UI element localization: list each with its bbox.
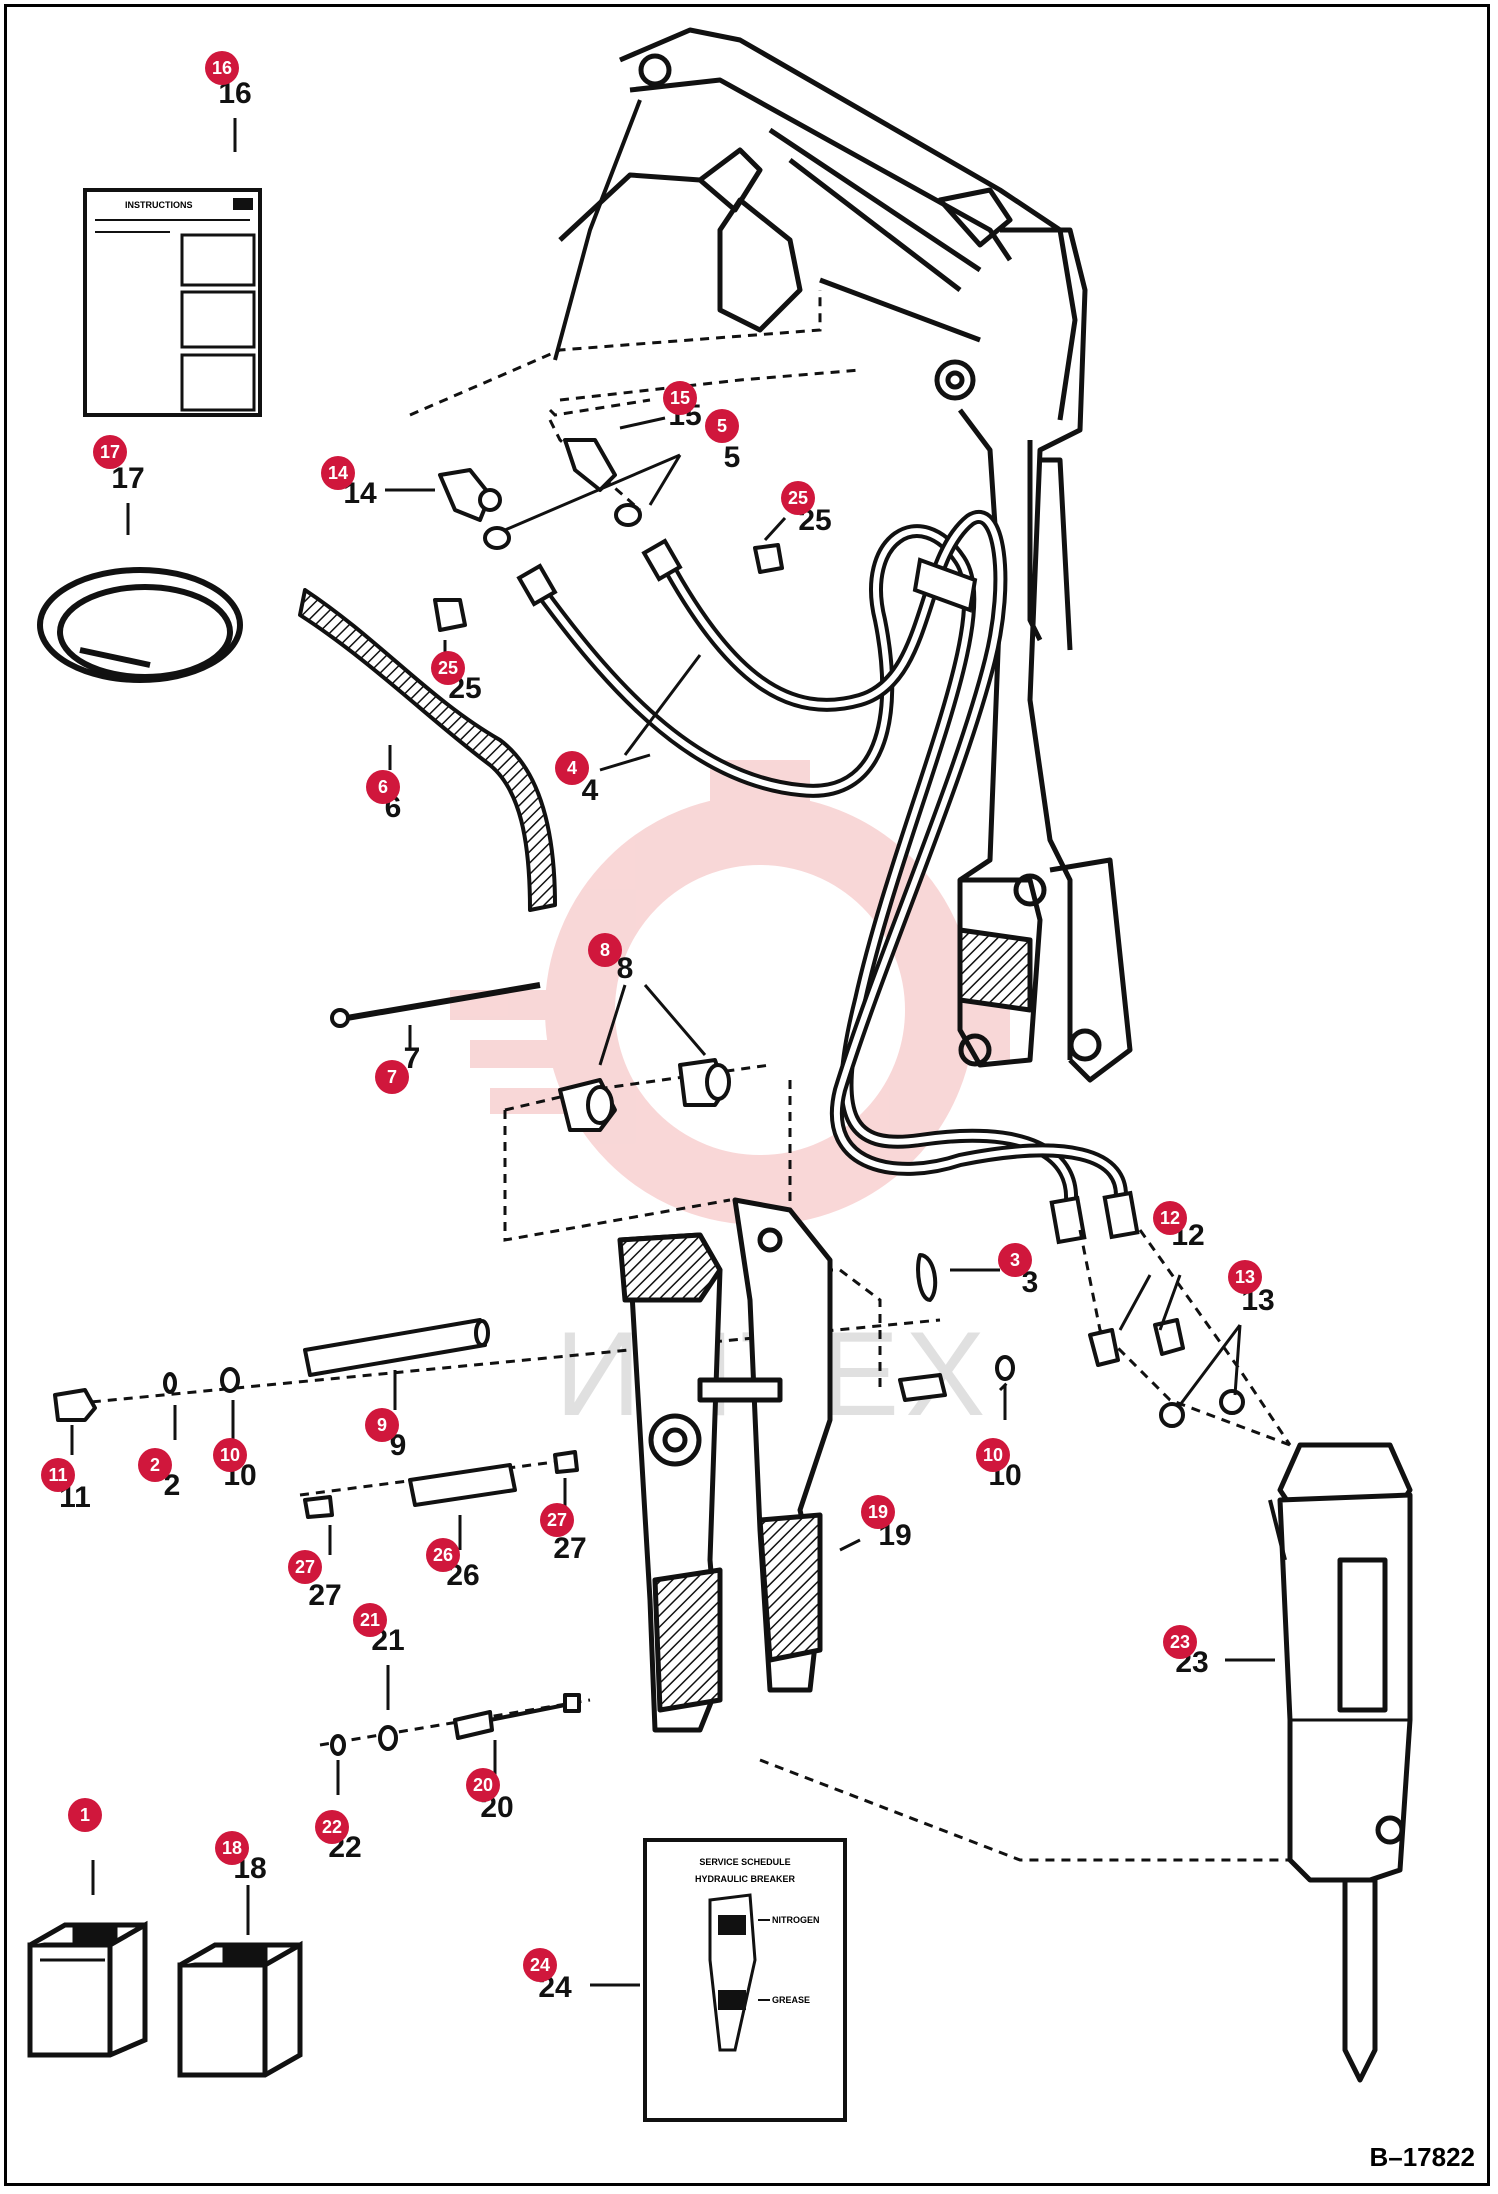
svg-text:18: 18 (222, 1838, 242, 1858)
part-label-3: 3 (1022, 1266, 1039, 1299)
instructions-sheet: INSTRUCTIONS (83, 188, 262, 417)
svg-text:27: 27 (295, 1557, 315, 1577)
hydraulic-breaker (1268, 1442, 1413, 2083)
diagram-frame (4, 4, 1490, 2186)
svg-text:21: 21 (360, 1610, 380, 1630)
svg-text:27: 27 (547, 1510, 567, 1530)
part-label-27b: 27 (308, 1579, 341, 1612)
callout-badge-15[interactable]: 15 (663, 381, 697, 415)
svg-text:14: 14 (328, 463, 348, 483)
part-label-9: 9 (390, 1429, 407, 1462)
callout-badge-11[interactable]: 11 (41, 1458, 75, 1492)
callout-badge-24[interactable]: 24 (523, 1948, 557, 1982)
callout-badge-27b[interactable]: 27 (288, 1550, 322, 1584)
callout-badge-10a[interactable]: 10 (213, 1438, 247, 1472)
callout-badge-5[interactable]: 5 (705, 409, 739, 443)
callout-badge-23[interactable]: 23 (1163, 1625, 1197, 1659)
callout-badge-1[interactable]: 1 (68, 1798, 102, 1832)
callout-badge-13[interactable]: 13 (1228, 1260, 1262, 1294)
watermark-logo (450, 760, 1010, 1225)
svg-text:7: 7 (387, 1067, 397, 1087)
callout-badge-25a[interactable]: 25 (781, 481, 815, 515)
svg-text:12: 12 (1160, 1208, 1180, 1228)
svg-text:17: 17 (100, 442, 120, 462)
mounting-bracket (617, 1197, 833, 1733)
callout-badge-8[interactable]: 8 (588, 933, 622, 967)
callout-badge-14[interactable]: 14 (321, 456, 355, 490)
svg-text:13: 13 (1235, 1267, 1255, 1287)
svg-text:15: 15 (670, 388, 690, 408)
callout-badge-22[interactable]: 22 (315, 1810, 349, 1844)
decal-grease: GREASE (772, 1995, 810, 2005)
part-label-5: 5 (724, 441, 741, 474)
callout-badge-16[interactable]: 16 (205, 51, 239, 85)
hydraulic-hoses (516, 510, 1140, 1245)
boom-arm (553, 27, 1133, 1083)
callout-badge-4[interactable]: 4 (555, 751, 589, 785)
manual-books (27, 1920, 303, 2078)
svg-text:5: 5 (717, 416, 727, 436)
instructions-title: INSTRUCTIONS (125, 200, 193, 210)
callout-badge-3[interactable]: 3 (998, 1243, 1032, 1277)
callout-badge-12[interactable]: 12 (1153, 1201, 1187, 1235)
document-id: B–17822 (1369, 2142, 1475, 2172)
callout-badge-7[interactable]: 7 (375, 1060, 409, 1094)
svg-text:22: 22 (322, 1817, 342, 1837)
callout-badge-9[interactable]: 9 (365, 1408, 399, 1442)
callout-badge-18[interactable]: 18 (215, 1831, 249, 1865)
svg-text:10: 10 (220, 1445, 240, 1465)
svg-text:20: 20 (473, 1775, 493, 1795)
part-label-27a: 27 (553, 1532, 586, 1565)
callout-badge-19[interactable]: 19 (861, 1495, 895, 1529)
svg-text:16: 16 (212, 58, 232, 78)
svg-text:19: 19 (868, 1502, 888, 1522)
callout-badge-17[interactable]: 17 (93, 435, 127, 469)
svg-text:24: 24 (530, 1955, 550, 1975)
part-label-8: 8 (617, 952, 634, 985)
svg-text:10: 10 (983, 1445, 1003, 1465)
callout-badge-26[interactable]: 26 (426, 1538, 460, 1572)
coiled-hose (37, 567, 243, 683)
part-label-7: 7 (404, 1042, 421, 1075)
callout-badge-10b[interactable]: 10 (976, 1438, 1010, 1472)
decal-title: SERVICE SCHEDULE (699, 1857, 790, 1867)
svg-text:8: 8 (600, 940, 610, 960)
leader-lines (70, 118, 1275, 1987)
callout-badge-25b[interactable]: 25 (431, 651, 465, 685)
small-parts (53, 438, 1245, 1756)
callout-badge-21[interactable]: 21 (353, 1603, 387, 1637)
callout-badges: 16 17 14 15 5 25 25 6 4 8 7 3 12 13 11 2… (41, 51, 1262, 1982)
svg-text:25: 25 (788, 488, 808, 508)
svg-text:23: 23 (1170, 1632, 1190, 1652)
callout-badge-27a[interactable]: 27 (540, 1503, 574, 1537)
decal-nitrogen: NITROGEN (772, 1915, 820, 1925)
service-decal: SERVICE SCHEDULE HYDRAULIC BREAKER NITRO… (643, 1838, 847, 2122)
svg-text:1: 1 (80, 1805, 90, 1825)
svg-text:4: 4 (567, 758, 577, 778)
callout-badge-2[interactable]: 2 (138, 1448, 172, 1482)
svg-text:26: 26 (433, 1545, 453, 1565)
svg-text:25: 25 (438, 658, 458, 678)
callout-badge-20[interactable]: 20 (466, 1768, 500, 1802)
decal-subtitle: HYDRAULIC BREAKER (695, 1874, 796, 1884)
part-label-4: 4 (582, 774, 599, 807)
svg-text:3: 3 (1010, 1250, 1020, 1270)
svg-text:2: 2 (150, 1455, 160, 1475)
svg-text:6: 6 (378, 777, 388, 797)
svg-text:9: 9 (377, 1415, 387, 1435)
svg-text:11: 11 (48, 1465, 67, 1485)
callout-badge-6[interactable]: 6 (366, 770, 400, 804)
part-label-2: 2 (164, 1469, 181, 1502)
